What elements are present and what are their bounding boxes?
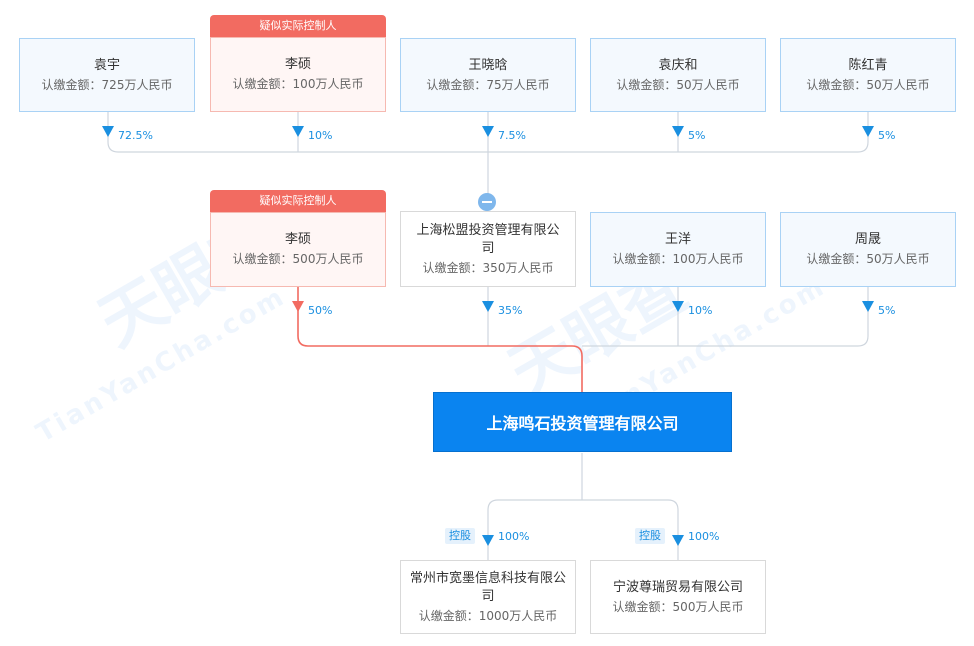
shareholder-amount: 认缴金额：50万人民币	[806, 77, 930, 92]
percent-label: 100%	[688, 530, 720, 543]
shareholder-amount: 认缴金额：100万人民币	[612, 252, 744, 266]
actual-controller-tag: 疑似实际控制人	[210, 15, 386, 37]
subsidiary-name: 常州市宽墨信息科技有限公司	[409, 570, 566, 604]
actual-controller-tag: 疑似实际控制人	[210, 190, 386, 212]
shareholder-name: 周晟	[854, 232, 881, 247]
shareholder-amount: 认缴金额：50万人民币	[616, 77, 740, 92]
percent-label: 10%	[688, 304, 713, 317]
shareholder-amount: 认缴金额：50万人民币	[806, 252, 930, 266]
shareholder-box-chenhongqing[interactable]: 陈红青 认缴金额：50万人民币	[780, 38, 956, 112]
shareholder-box-wangyang[interactable]: 王洋 认缴金额：100万人民币	[590, 212, 766, 287]
percent-label: 5%	[878, 304, 896, 317]
shareholder-name: 王洋	[664, 232, 691, 247]
percent-label: 100%	[498, 530, 530, 543]
shareholder-box-songmeng[interactable]: 上海松盟投资管理有限公司 认缴金额：350万人民币	[400, 211, 576, 287]
shareholder-name: 袁宇	[93, 57, 120, 73]
shareholder-name: 上海松盟投资管理有限公司	[416, 222, 560, 256]
shareholder-name: 李硕	[284, 232, 311, 247]
subsidiary-box-kuanmo[interactable]: 常州市宽墨信息科技有限公司 认缴金额：1000万人民币	[400, 560, 576, 634]
shareholder-box-yuanqinghe[interactable]: 袁庆和 认缴金额：50万人民币	[590, 38, 766, 112]
shareholder-box-yuanyu[interactable]: 袁宇 认缴金额：725万人民币	[19, 38, 195, 112]
collapse-toggle-icon[interactable]	[478, 193, 496, 211]
holding-tag: 控股	[445, 528, 475, 544]
shareholder-amount: 认缴金额：500万人民币	[232, 252, 364, 266]
shareholder-amount: 认缴金额：100万人民币	[232, 77, 364, 91]
percent-label: 5%	[688, 129, 706, 142]
percent-label: 10%	[308, 129, 333, 142]
shareholder-box-lishuo[interactable]: 李硕 认缴金额：100万人民币	[210, 37, 386, 112]
subsidiary-amount: 认缴金额：1000万人民币	[418, 608, 558, 623]
subsidiary-box-zunrui[interactable]: 宁波尊瑞贸易有限公司 认缴金额：500万人民币	[590, 560, 766, 634]
shareholder-box-zhousheng[interactable]: 周晟 认缴金额：50万人民币	[780, 212, 956, 287]
subsidiary-amount: 认缴金额：500万人民币	[612, 599, 744, 614]
percent-label: 7.5%	[498, 129, 526, 142]
shareholder-name: 袁庆和	[658, 57, 698, 73]
percent-label: 72.5%	[118, 129, 153, 142]
shareholder-amount: 认缴金额：725万人民币	[41, 77, 173, 92]
percent-label: 35%	[498, 304, 523, 317]
shareholder-box-lishuo-2[interactable]: 李硕 认缴金额：500万人民币	[210, 212, 386, 287]
percent-label: 5%	[878, 129, 896, 142]
percent-label: 50%	[308, 304, 333, 317]
shareholder-name: 李硕	[284, 57, 311, 72]
shareholder-amount: 认缴金额：350万人民币	[422, 260, 554, 275]
main-company-box[interactable]: 上海鸣石投资管理有限公司	[433, 392, 732, 452]
subsidiary-name: 宁波尊瑞贸易有限公司	[612, 579, 743, 595]
main-company-name: 上海鸣石投资管理有限公司	[486, 414, 679, 433]
shareholder-box-wangxiaohan[interactable]: 王晓晗 认缴金额：75万人民币	[400, 38, 576, 112]
shareholder-name: 王晓晗	[468, 57, 508, 73]
holding-tag: 控股	[635, 528, 665, 544]
shareholder-amount: 认缴金额：75万人民币	[426, 77, 550, 92]
shareholder-name: 陈红青	[848, 57, 888, 73]
